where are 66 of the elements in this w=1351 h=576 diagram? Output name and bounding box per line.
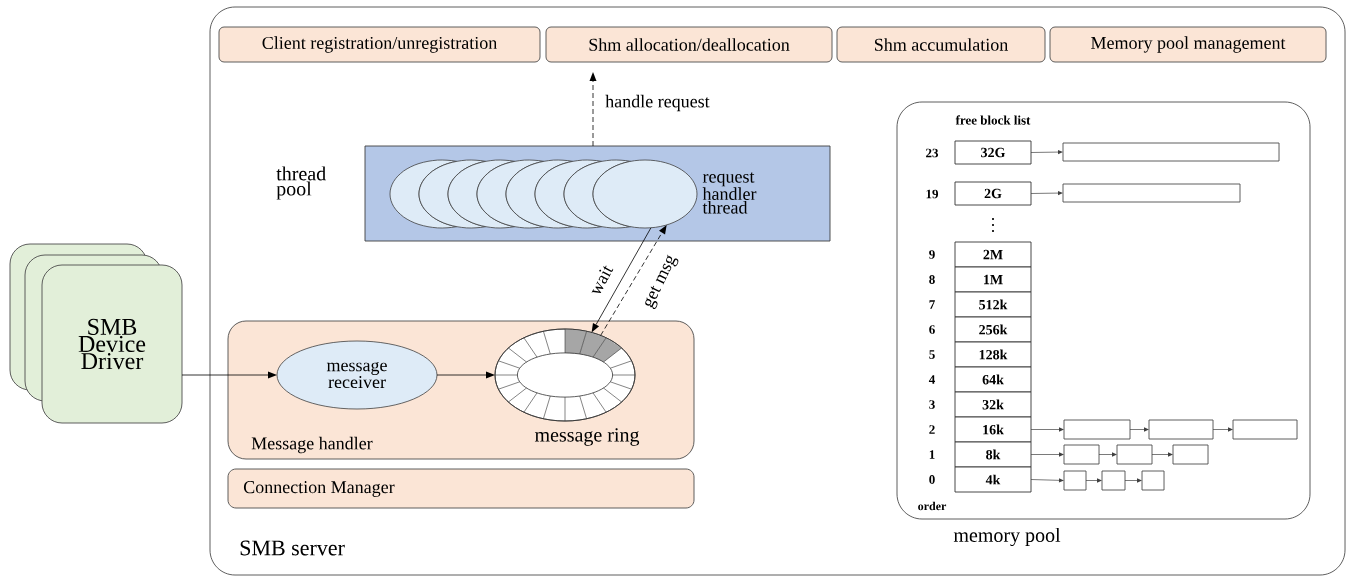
order-number: 7	[929, 300, 935, 309]
size-cell: 256k	[954, 316, 1032, 343]
function-box: Shm accumulation	[836, 26, 1046, 63]
arrow	[1030, 452, 1064, 457]
arrow	[1212, 427, 1233, 432]
order-number: 5	[929, 350, 935, 359]
arrow	[1030, 190, 1063, 196]
size-cell: 32k	[954, 391, 1032, 418]
arrow	[1030, 427, 1064, 432]
order-number: 23	[926, 148, 939, 158]
node-label: message ring	[534, 428, 640, 446]
order-number: 1	[929, 450, 935, 459]
size-cell: 16k	[954, 416, 1032, 443]
connection-manager-box: Connection Manager	[227, 468, 695, 509]
free-block	[1063, 419, 1131, 440]
size-cell: 8k	[954, 441, 1032, 468]
order-number: 4	[928, 375, 935, 384]
caption-text: free block list	[955, 115, 1031, 125]
arrow	[589, 72, 597, 147]
arrow	[181, 371, 277, 379]
function-box: Memory pool management	[1049, 26, 1327, 63]
edge-label: get msg	[641, 252, 682, 312]
arrow	[1129, 427, 1149, 432]
free-block	[1101, 470, 1126, 491]
free-block	[1063, 444, 1100, 465]
function-box: Client registration/unregistration	[218, 26, 541, 63]
size-cell: 128k	[954, 341, 1032, 368]
size-cell: 2G	[954, 181, 1032, 206]
free-block	[1062, 183, 1241, 203]
edge-label: wait	[587, 262, 615, 298]
size-cell: 2M	[954, 241, 1032, 268]
arrow	[591, 227, 652, 333]
arrow	[1098, 452, 1117, 457]
free-block	[1063, 470, 1087, 491]
node-label: request handler thread	[702, 172, 757, 214]
free-block	[1148, 419, 1214, 440]
arrow	[436, 371, 495, 379]
free-block	[1141, 470, 1165, 491]
arrow	[1151, 452, 1173, 457]
arrow	[1030, 478, 1064, 483]
size-cell: 32G	[954, 140, 1032, 165]
size-cell: 512k	[954, 291, 1032, 318]
arrow	[1124, 478, 1142, 483]
arrow	[1085, 478, 1102, 483]
node-label: memory pool	[953, 527, 1061, 547]
arrow	[600, 224, 667, 336]
order-number: 19	[926, 189, 939, 199]
free-block	[1116, 444, 1153, 465]
size-cell: 1M	[954, 266, 1032, 293]
arrow	[1030, 149, 1063, 155]
order-number: 2	[929, 425, 935, 434]
node-label: thread pool	[276, 166, 326, 200]
free-block	[1172, 444, 1209, 465]
free-block	[1232, 419, 1298, 440]
order-number: 6	[929, 325, 935, 334]
message-ring: message ring	[494, 328, 640, 446]
driver-card-stack: SMB Device Driver	[9, 243, 183, 424]
function-box: Shm allocation/deallocation	[545, 26, 833, 63]
order-number: 9	[929, 250, 935, 259]
order-number: 3	[929, 400, 935, 409]
size-cell: 4k	[954, 466, 1032, 493]
caption-text: order	[918, 501, 947, 511]
order-number: 0	[929, 475, 935, 484]
size-cell: 64k	[954, 366, 1032, 393]
order-number: 8	[929, 275, 935, 284]
free-block	[1062, 142, 1280, 162]
